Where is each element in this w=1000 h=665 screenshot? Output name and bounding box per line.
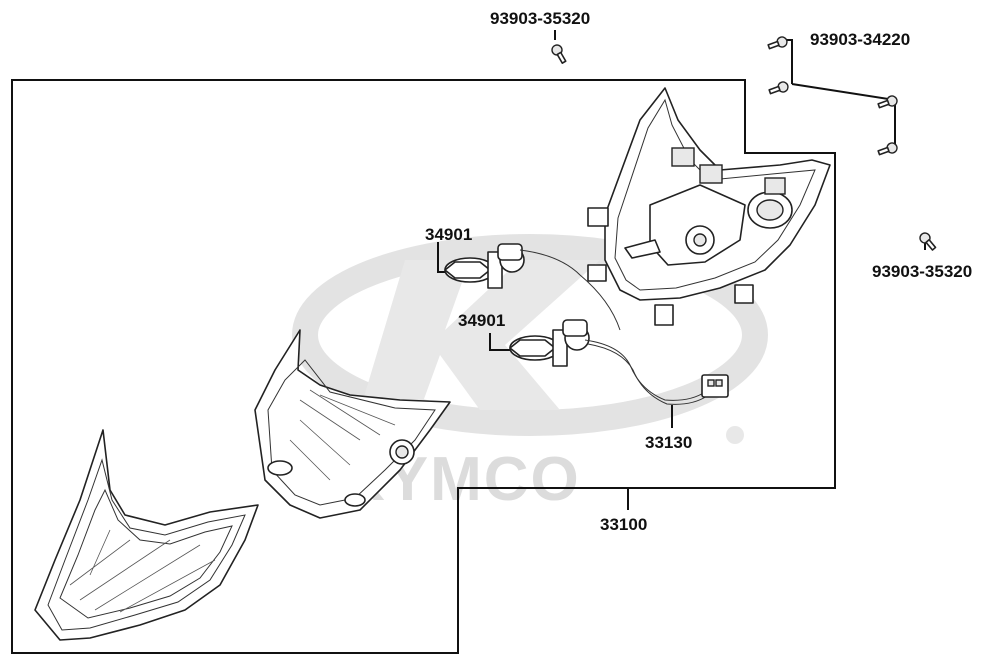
screw-icon [877, 95, 898, 109]
watermark-logo-dot [726, 426, 744, 444]
screw-icon [768, 81, 789, 95]
leader-34901-lower [489, 333, 510, 351]
screw-icon [919, 232, 937, 251]
leader-screws-right-top [786, 39, 896, 145]
leader-34901-upper [437, 242, 446, 273]
headlight-reflector [254, 329, 451, 519]
watermark-logo-k [360, 260, 600, 410]
wire-harness [584, 339, 708, 405]
headlight-lens [34, 429, 259, 641]
label-harness: 33130 [645, 433, 692, 452]
label-screw-right-top: 93903-34220 [810, 30, 910, 49]
watermark-logo-ring [292, 234, 768, 436]
bulb-icon [444, 243, 621, 331]
screw-icon [877, 142, 898, 156]
label-bulb-upper: 34901 [425, 225, 472, 244]
connector-icon [701, 374, 729, 398]
headlight-housing [587, 87, 831, 326]
screw-icon [767, 36, 788, 50]
screw-icon [551, 44, 567, 64]
label-screw-top: 93903-35320 [490, 9, 590, 28]
bulb-icon [509, 319, 590, 367]
label-bulb-lower: 34901 [458, 311, 505, 330]
assembly-boundary [11, 79, 836, 654]
label-screw-right: 93903-35320 [872, 262, 972, 281]
label-assembly: 33100 [600, 515, 647, 534]
